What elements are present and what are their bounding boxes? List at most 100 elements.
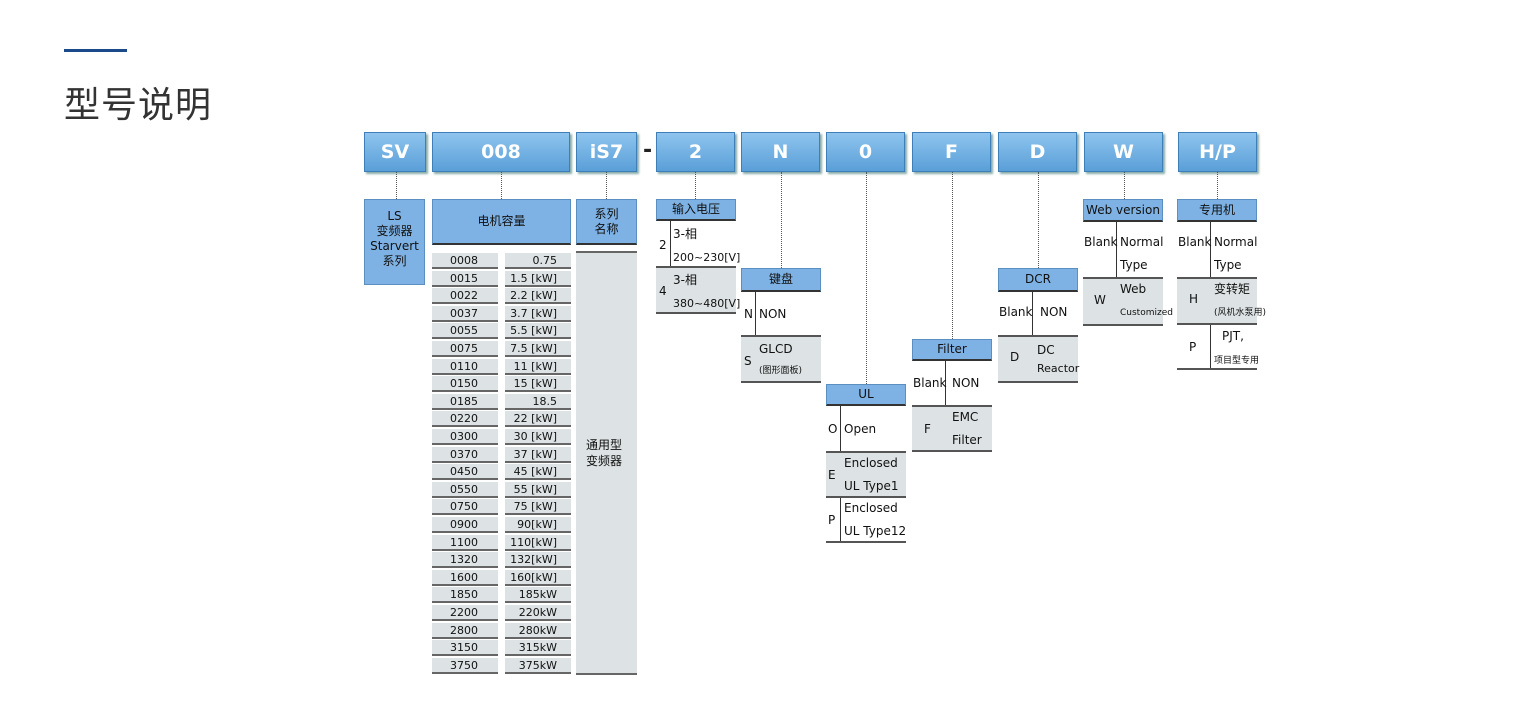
connector-series	[606, 172, 607, 199]
web-header: Web version	[1083, 199, 1163, 222]
ul-code: E	[828, 468, 836, 482]
web-desc: Normal	[1120, 235, 1164, 249]
capacity-kw-cell: 22 [kW]	[505, 411, 571, 427]
filter-header: Filter	[912, 339, 992, 361]
dcr-code: Blank	[999, 305, 1033, 319]
capacity-code-cell: 0450	[432, 464, 498, 480]
capacity-code-cell: 0008	[432, 253, 498, 269]
capacity-header: 电机容量	[432, 199, 571, 245]
dcr-desc: NON	[1040, 305, 1068, 319]
filter-desc: EMC	[952, 410, 979, 424]
capacity-kw-cell: 315kW	[505, 640, 571, 656]
ul-row-divider	[826, 496, 906, 498]
ul-row-divider	[826, 451, 906, 453]
web-separator	[1116, 222, 1117, 324]
capacity-code-cell: 0110	[432, 359, 498, 375]
capacity-code-cell: 0022	[432, 288, 498, 304]
capacity-code-cell: 0185	[432, 394, 498, 410]
capacity-kw-cell: 15 [kW]	[505, 376, 571, 392]
keypad-code: N	[744, 307, 753, 321]
capacity-code-cell: 0015	[432, 271, 498, 287]
connector-sv	[396, 172, 397, 199]
capacity-code-cell: 1850	[432, 587, 498, 603]
code-box-series: iS7	[576, 132, 637, 172]
ul-desc: Open	[844, 422, 877, 436]
capacity-kw-cell: 132[kW]	[505, 552, 571, 568]
special-desc: (风机水泵用)	[1214, 308, 1267, 318]
connector-web	[1124, 172, 1125, 199]
special-desc: 变转矩	[1214, 282, 1251, 296]
keypad-desc: (图形面板)	[759, 366, 803, 376]
code-box-capacity: 008	[432, 132, 570, 172]
voltage-desc: 3-相	[673, 227, 697, 241]
series-body-line: 通用型	[586, 438, 623, 452]
capacity-code-cell: 1600	[432, 570, 498, 586]
capacity-code-cell: 1100	[432, 535, 498, 551]
code-box-web: W	[1084, 132, 1163, 172]
voltage-header: 输入电压	[656, 199, 736, 221]
web-desc: Type	[1120, 258, 1148, 272]
capacity-code-cell: 0300	[432, 429, 498, 445]
ul-code: P	[828, 513, 836, 527]
capacity-kw-cell: 0.75 [kW]	[505, 253, 571, 283]
capacity-code-cell: 0150	[432, 376, 498, 392]
connector-voltage	[695, 172, 696, 199]
ul-desc: Enclosed	[844, 501, 898, 515]
keypad-header: 键盘	[741, 268, 821, 292]
voltage-desc: 380~480[V]	[673, 297, 741, 310]
special-row-divider	[1177, 277, 1257, 279]
capacity-kw-cell: 2.2 [kW]	[505, 288, 571, 304]
code-box-ul: 0	[826, 132, 905, 172]
series-body-line: 变频器	[586, 454, 623, 468]
special-code: P	[1189, 340, 1197, 354]
connector-ul	[866, 172, 867, 384]
capacity-kw-cell: 30 [kW]	[505, 429, 571, 445]
connector-filter	[952, 172, 953, 339]
ul-row-divider	[826, 541, 906, 543]
ul-desc: UL Type12	[844, 524, 907, 538]
voltage-desc: 200~230[V]	[673, 251, 741, 264]
ul-desc: Enclosed	[844, 456, 898, 470]
filter-desc: Filter	[952, 433, 982, 447]
series-body: 通用型 变频器	[576, 251, 637, 675]
code-box-dcr: D	[998, 132, 1077, 172]
capacity-kw-cell: 5.5 [kW]	[505, 323, 571, 339]
dcr-header: DCR	[998, 268, 1078, 292]
keypad-row-divider	[741, 381, 821, 383]
capacity-kw-cell: 75 [kW]	[505, 499, 571, 515]
keypad-row-bg	[741, 337, 821, 381]
capacity-code-cell: 0037	[432, 306, 498, 322]
capacity-code-cell: 0055	[432, 323, 498, 339]
capacity-kw-cell: 160[kW]	[505, 570, 571, 586]
special-row-divider	[1177, 368, 1257, 370]
series-header-line: 系列	[594, 206, 619, 221]
capacity-code-cell: 0750	[432, 499, 498, 515]
web-code: Blank	[1084, 235, 1118, 249]
dcr-row-divider	[998, 335, 1078, 337]
capacity-code-cell: 2200	[432, 605, 498, 621]
special-code: Blank	[1178, 235, 1212, 249]
capacity-kw-cell: 37 [kW]	[505, 447, 571, 463]
web-row-divider	[1083, 324, 1163, 326]
voltage-code: 2	[659, 238, 667, 252]
brand-line: 变频器	[376, 224, 413, 238]
special-desc: 项目型专用	[1214, 356, 1260, 366]
capacity-kw-cell: 55 [kW]	[505, 482, 571, 498]
capacity-code-cell: 3750	[432, 658, 498, 674]
filter-row-divider	[912, 405, 992, 407]
filter-row-divider	[912, 450, 992, 452]
filter-desc: NON	[952, 376, 980, 390]
capacity-kw-cell: 185kW	[505, 587, 571, 603]
capacity-code-cell: 1320	[432, 552, 498, 568]
brand-line: 系列	[382, 254, 407, 268]
title-accent-line	[64, 49, 127, 52]
capacity-code-cell: 0900	[432, 517, 498, 533]
keypad-desc: GLCD	[759, 342, 793, 356]
capacity-kw-cell: 375kW	[505, 658, 571, 674]
ul-code: O	[828, 422, 838, 436]
brand-line: Starvert	[370, 239, 419, 253]
filter-row-bg	[912, 407, 992, 450]
code-box-voltage: 2	[656, 132, 735, 172]
voltage-row-bg	[656, 268, 736, 312]
filter-code: F	[924, 422, 931, 436]
